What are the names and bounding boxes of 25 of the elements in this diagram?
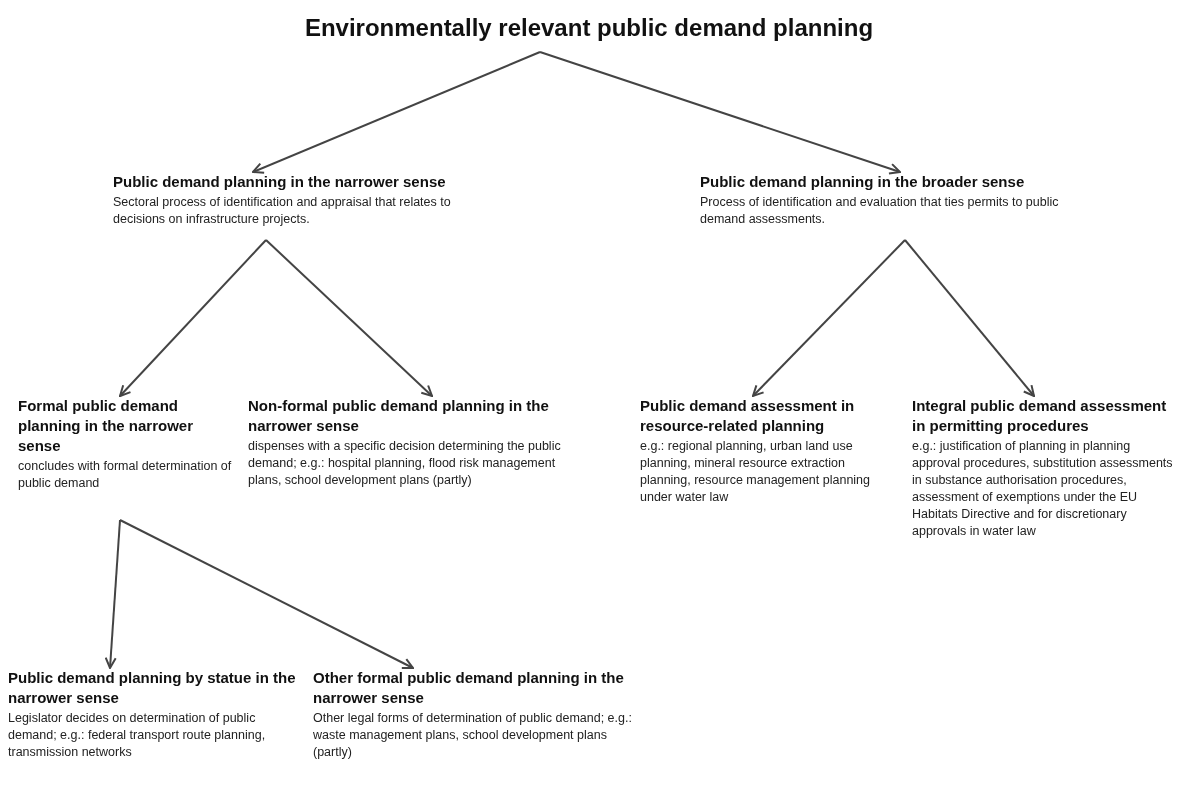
node-heading: Public demand assessment in resource-related planning — [640, 396, 856, 436]
node-description: concludes with formal determination of public demand — [18, 458, 233, 492]
node-heading: Public demand planning by statue in the narrower sense — [8, 668, 297, 708]
node-description: Process of identification and evaluation that ties permits to public demand assessments. — [700, 194, 1060, 228]
node-heading: Other formal public demand planning in the narrower sense — [313, 668, 625, 708]
arrow — [252, 51, 541, 174]
arrow — [539, 51, 901, 175]
arrow — [904, 239, 1035, 397]
node-heading: Non-formal public demand planning in the narrower sense — [248, 396, 550, 436]
arrow — [119, 239, 267, 397]
node-description: Other legal forms of determination of public demand; e.g.: waste management plans, school development plans (partly) — [313, 710, 633, 761]
node-heading: Public demand planning in the narrower sense — [113, 172, 447, 192]
node-heading: Formal public demand planning in the narrower sense — [18, 396, 194, 456]
node-description: Sectoral process of identification and appraisal that relates to decisions on infrastructure projects. — [113, 194, 452, 228]
node-description: dispenses with a specific decision determining the public demand; e.g.: hospital planning, flood risk management plans, school development plans (partly) — [248, 438, 562, 489]
node-description: Legislator decides on determination of public demand; e.g.: federal transport route planning, transmission networks — [8, 710, 267, 761]
arrow — [265, 239, 433, 397]
arrow — [104, 519, 121, 669]
arrow — [119, 519, 414, 669]
root-label: Environmentally relevant public demand planning — [303, 13, 875, 43]
node-heading: Public demand planning in the broader sense — [700, 172, 1026, 192]
node-description: e.g.: regional planning, urban land use planning, mineral resource extraction planning, resource management planning under water law — [640, 438, 872, 506]
node-heading: Integral public demand assessment in permitting procedures — [912, 396, 1168, 436]
node-description: e.g.: justification of planning in planning approval procedures, substitution assessments in substance authorisation procedures, assessment of exemptions under the EU Habitats Directive and for discretionary approvals in water law — [912, 438, 1174, 540]
arrow — [752, 239, 906, 397]
